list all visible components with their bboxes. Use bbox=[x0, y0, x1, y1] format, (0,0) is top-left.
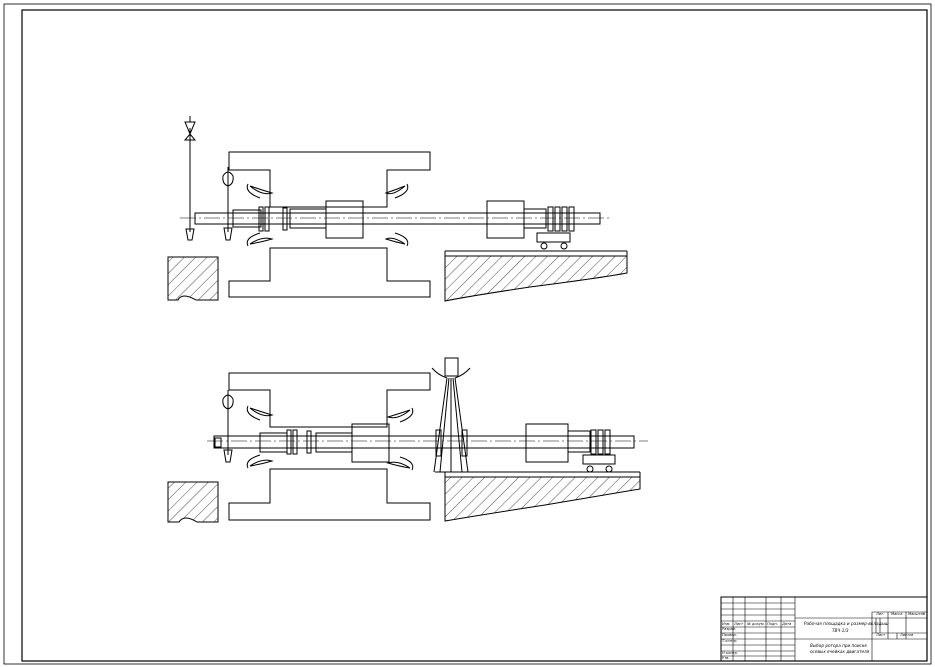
coupling-body-1 bbox=[486, 200, 525, 239]
tb-sheet: Лист bbox=[876, 633, 886, 637]
stator-lower-2 bbox=[228, 468, 431, 521]
rotor-core-2 bbox=[351, 423, 390, 463]
tb-izm: Изм. bbox=[722, 622, 731, 626]
tb-prov: Провер. bbox=[722, 633, 737, 637]
stator-upper-2 bbox=[228, 372, 431, 428]
tb-n-kontr: Н.контр. bbox=[722, 651, 739, 655]
left-foundation-1 bbox=[167, 256, 219, 301]
tb-sign: Подп. bbox=[767, 622, 778, 626]
outer-border bbox=[3, 3, 932, 665]
trolley-1 bbox=[536, 232, 571, 243]
tb-sheet-title-1: Выбор ротора при поиске bbox=[810, 643, 867, 648]
right-ground-2 bbox=[444, 476, 641, 522]
tb-doc-no: № докум. bbox=[747, 622, 765, 626]
tb-utv: Утв. bbox=[722, 656, 730, 660]
title-block bbox=[720, 596, 928, 662]
view-1-rotor-removal bbox=[167, 116, 628, 302]
trolley-2 bbox=[582, 454, 616, 465]
inner-frame bbox=[21, 9, 928, 662]
tb-mass: Масса bbox=[891, 612, 903, 616]
tb-t-kontr: Т.контр. bbox=[722, 639, 738, 643]
right-ground-1 bbox=[444, 255, 628, 302]
tb-document-title-2: ТВЧ-1/3 bbox=[832, 628, 849, 633]
shaft-1 bbox=[194, 212, 601, 225]
tb-list: Лист bbox=[734, 622, 744, 626]
tb-scale: Масштаб bbox=[908, 612, 926, 616]
tb-date: Дата bbox=[782, 622, 792, 626]
left-foundation-2 bbox=[167, 481, 219, 523]
coupling-body-2 bbox=[525, 423, 569, 463]
tb-razrab: Разраб. bbox=[722, 627, 737, 631]
shaft-2 bbox=[213, 435, 635, 449]
stator-lower-1 bbox=[228, 247, 431, 298]
tb-sheets: Листов bbox=[900, 633, 914, 637]
stator-upper-1 bbox=[228, 151, 431, 208]
tb-sheet-title-2: осевых ячейках двигателя bbox=[810, 649, 870, 654]
tb-document-title-1: Рабочая площадка и размер-вкладыш bbox=[804, 621, 889, 626]
view-2-rotor-removal bbox=[167, 357, 648, 523]
tb-lit: Лит. bbox=[876, 612, 885, 616]
